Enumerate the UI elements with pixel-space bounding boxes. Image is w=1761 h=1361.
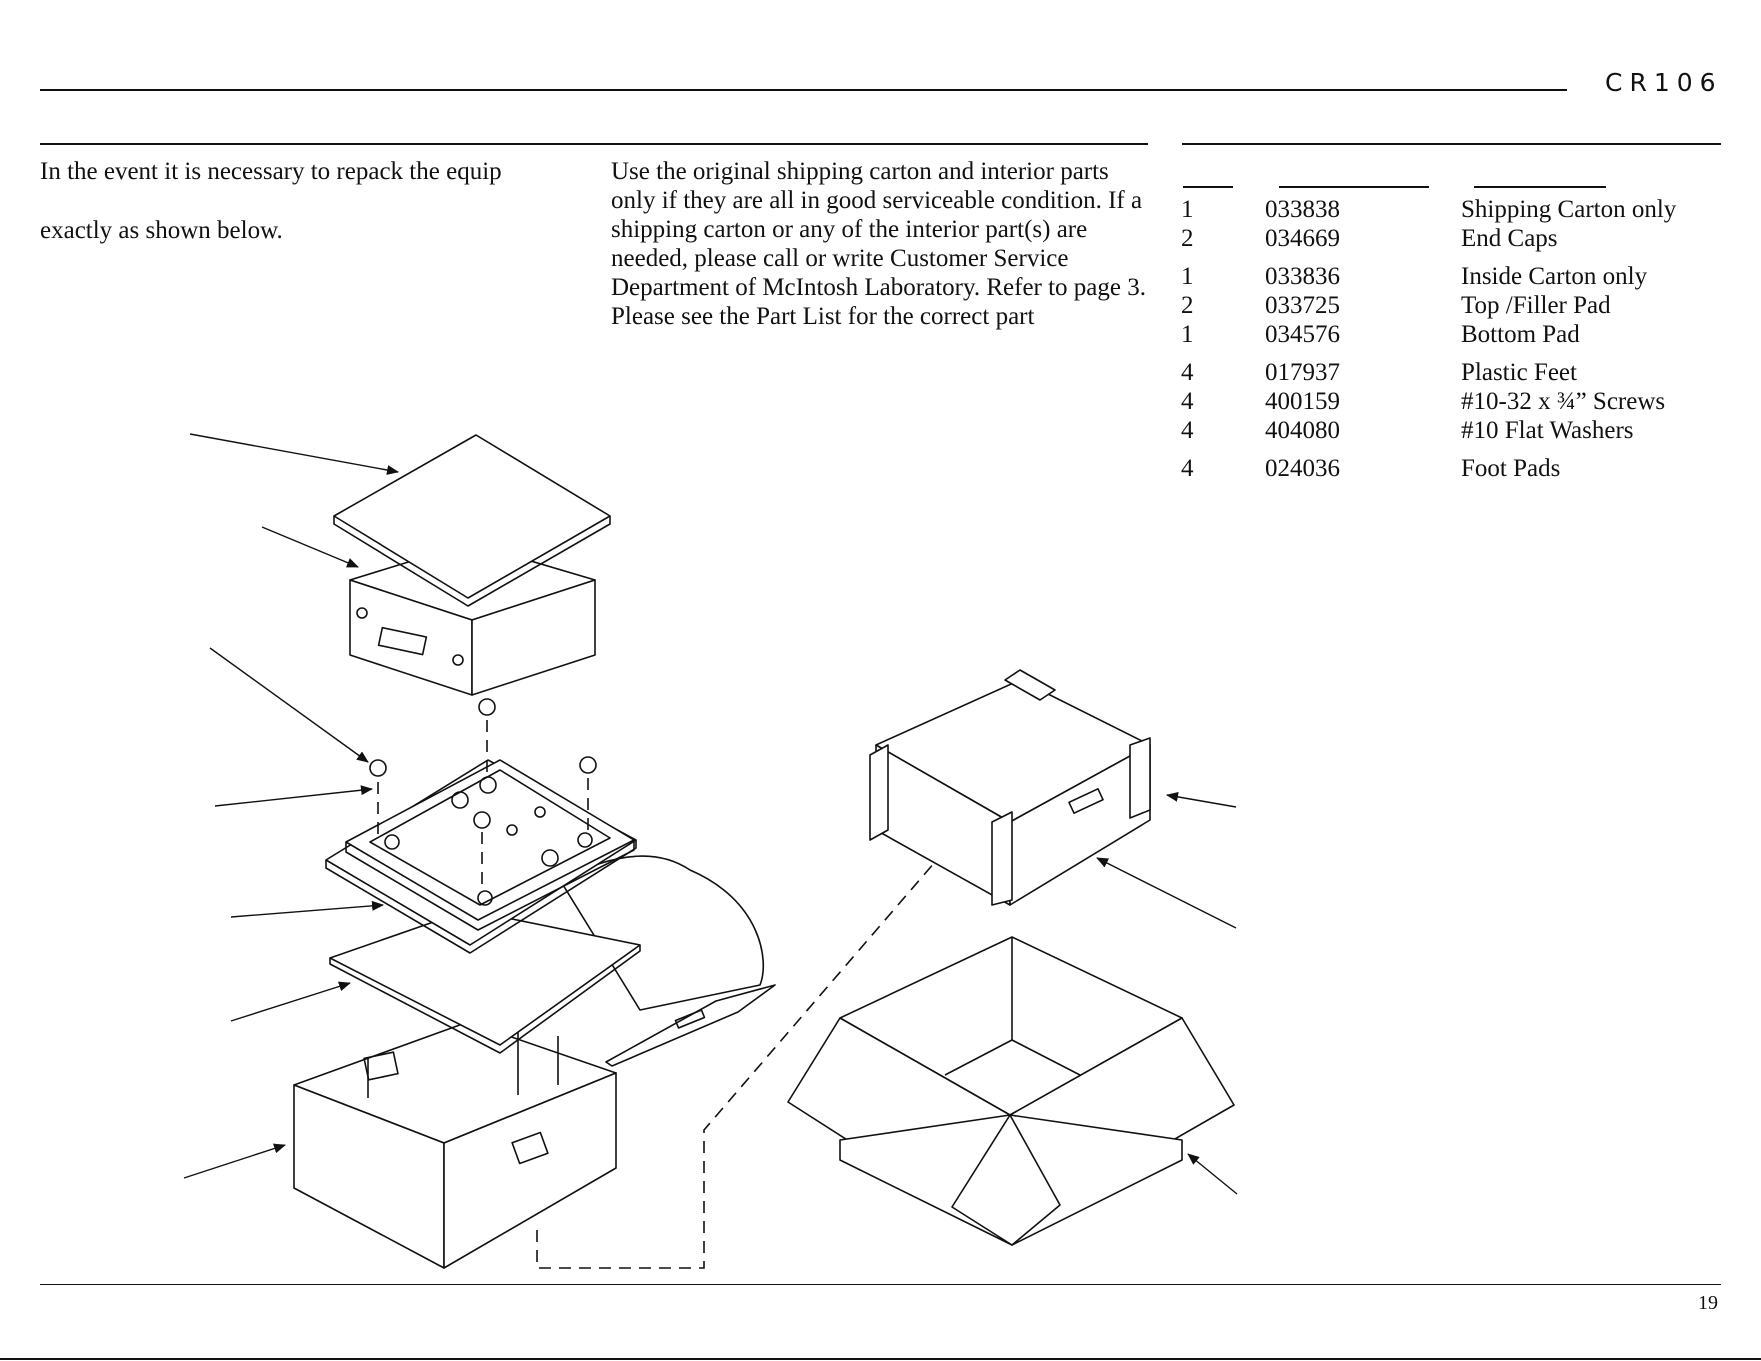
parts-row: 2 033725 Top /Filler Pad xyxy=(1168,291,1728,321)
parts-description: Plastic Feet xyxy=(1461,359,1577,386)
parts-description: Bottom Pad xyxy=(1461,321,1580,348)
filler-pad-drawing xyxy=(329,855,765,1054)
right-section-rule xyxy=(1182,143,1721,145)
part-column-rule xyxy=(1279,186,1429,188)
parts-description: #10-32 x ¾” Screws xyxy=(1461,388,1666,415)
base-plate-drawing xyxy=(345,759,635,931)
parts-qty: 1 xyxy=(1181,196,1194,223)
parts-description: Foot Pads xyxy=(1461,455,1561,482)
parts-description: Inside Carton only xyxy=(1461,263,1648,290)
left-section-rule xyxy=(40,143,1148,145)
parts-qty: 1 xyxy=(1181,321,1194,348)
parts-qty: 1 xyxy=(1181,263,1194,290)
parts-row: 2 034669 End Caps xyxy=(1168,224,1728,254)
parts-number: 033838 xyxy=(1265,196,1340,223)
header-rule xyxy=(40,89,1567,91)
shipping-carton-drawing xyxy=(787,936,1235,1246)
parts-qty: 4 xyxy=(1181,388,1194,415)
footer-rule xyxy=(40,1284,1721,1285)
parts-description: #10 Flat Washers xyxy=(1461,417,1634,444)
parts-number: 034576 xyxy=(1265,321,1340,348)
inside-carton-drawing xyxy=(293,984,776,1269)
model-name: CR106 xyxy=(1605,68,1723,97)
parts-number: 034669 xyxy=(1265,225,1340,252)
parts-qty: 4 xyxy=(1181,455,1194,482)
parts-number: 400159 xyxy=(1265,388,1340,415)
parts-row: 1 034576 Bottom Pad xyxy=(1168,320,1728,350)
parts-row: 1 033836 Inside Carton only xyxy=(1168,262,1728,292)
bottom-edge-rule xyxy=(0,1358,1761,1360)
parts-row: 4 400159 #10-32 x ¾” Screws xyxy=(1168,387,1728,417)
parts-description: End Caps xyxy=(1461,225,1558,252)
parts-description: Shipping Carton only xyxy=(1461,196,1677,223)
qty-column-rule xyxy=(1183,186,1233,188)
parts-row: 4 024036 Foot Pads xyxy=(1168,454,1728,484)
parts-number: 404080 xyxy=(1265,417,1340,444)
parts-number: 033725 xyxy=(1265,292,1340,319)
parts-row: 4 404080 #10 Flat Washers xyxy=(1168,416,1728,446)
parts-qty: 4 xyxy=(1181,359,1194,386)
parts-list: 1 033838 Shipping Carton only 2 034669 E… xyxy=(1168,170,1728,500)
parts-row: 1 033838 Shipping Carton only xyxy=(1168,195,1728,225)
intro-left-line2: exactly as shown below. xyxy=(40,217,283,244)
parts-number: 033836 xyxy=(1265,263,1340,290)
intro-left-line1: In the event it is necessary to repack t… xyxy=(40,158,502,185)
assembly-guide-line xyxy=(536,861,936,1269)
parts-qty: 2 xyxy=(1181,292,1194,319)
desc-column-rule xyxy=(1474,186,1606,188)
callout-arrows xyxy=(183,433,1238,1195)
intro-right-paragraph: Use the original shipping carton and int… xyxy=(611,158,1146,330)
parts-number: 024036 xyxy=(1265,455,1340,482)
parts-description: Top /Filler Pad xyxy=(1461,292,1611,319)
parts-row: 4 017937 Plastic Feet xyxy=(1168,358,1728,388)
parts-qty: 2 xyxy=(1181,225,1194,252)
page-number: 19 xyxy=(1698,1292,1718,1314)
top-pad-drawing xyxy=(333,434,611,607)
end-caps-drawing xyxy=(869,669,1151,906)
parts-number: 017937 xyxy=(1265,359,1340,386)
parts-qty: 4 xyxy=(1181,417,1194,444)
plastic-feet-drawing xyxy=(369,698,597,890)
